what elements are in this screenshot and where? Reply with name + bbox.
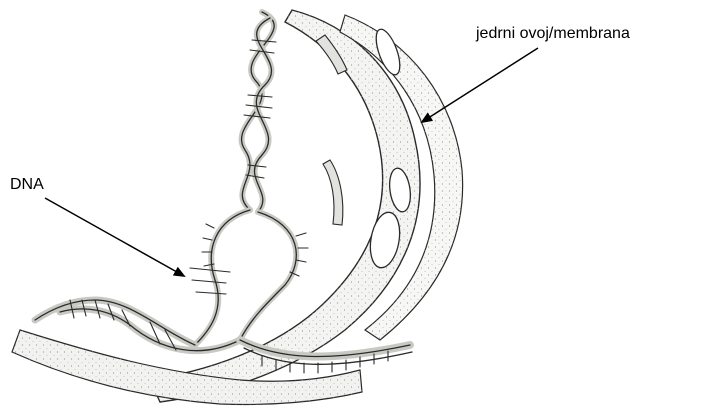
dna-strand: [195, 210, 250, 345]
nuclear-pore-slit: [323, 160, 343, 225]
dna-label: DNA: [10, 176, 44, 194]
dna-arrow-icon: [45, 198, 184, 276]
membrane-arrow-icon: [422, 48, 538, 122]
membrane-label: jedrni ovoj/membrana: [476, 25, 630, 43]
